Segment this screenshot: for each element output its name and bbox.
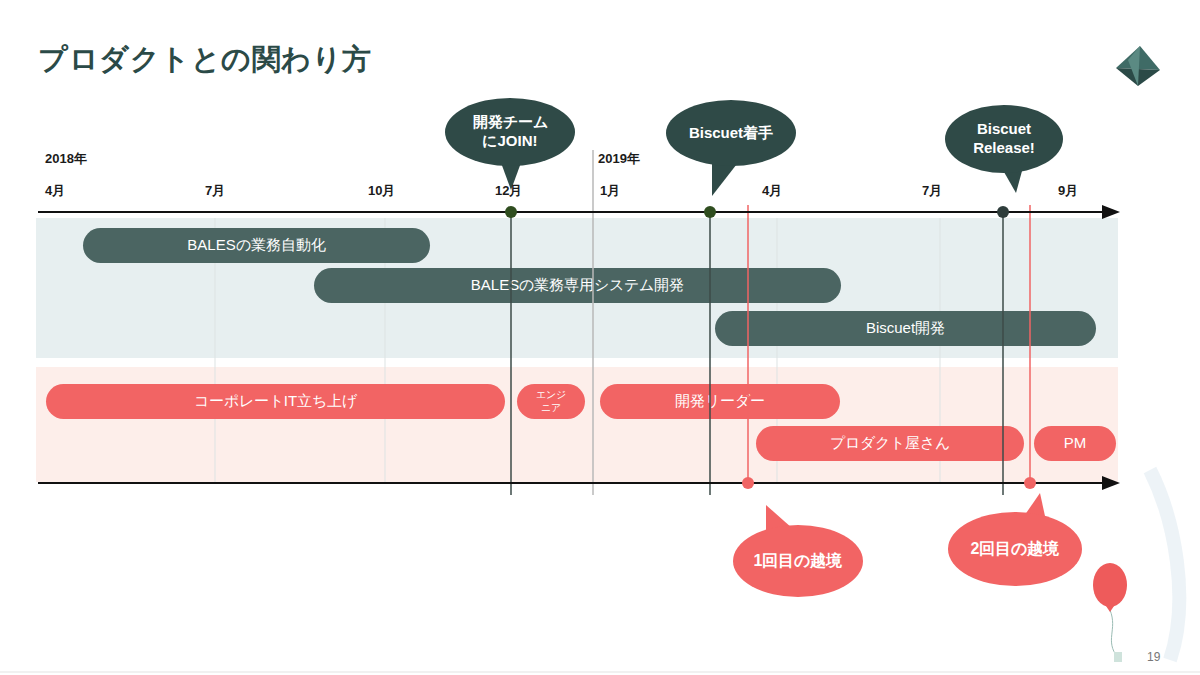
month-label: 12月 (495, 182, 522, 200)
month-label: 10月 (368, 182, 395, 200)
bubble-text: 開発チーム にJOIN! (455, 113, 565, 151)
speech-bubble: 2回目の越境 (948, 512, 1082, 586)
bubble-text: 1回目の越境 (754, 551, 843, 571)
bar-text: エンジ ニア (534, 389, 568, 414)
month-label: 1月 (600, 182, 620, 200)
timeline-bar: プロダクト屋さん (756, 426, 1024, 461)
slide-title: プロダクトとの関わり方 (38, 40, 372, 80)
bar-text: PM (1064, 434, 1087, 453)
role-band (36, 367, 1118, 482)
year-label: 2019年 (598, 150, 640, 168)
speech-bubble: Biscuet Release! (945, 105, 1063, 173)
bubble-body (666, 100, 796, 166)
timeline-bar: コーポレートIT立ち上げ (46, 384, 505, 419)
logo-mark (1116, 46, 1160, 86)
speech-bubble: 1回目の越境 (733, 525, 863, 597)
timeline-bar: Biscuet開発 (715, 311, 1096, 346)
bubble-body (445, 98, 575, 166)
bar-text: 開発リーダー (675, 392, 765, 411)
timeline-bar: 開発リーダー (600, 384, 840, 419)
milestone-dots (505, 206, 1036, 489)
bar-text: BALESの業務専用システム開発 (471, 276, 684, 295)
bubble-body (948, 512, 1082, 586)
page-number: 19 (1147, 650, 1160, 664)
year-divider (592, 150, 594, 495)
bar-text: プロダクト屋さん (830, 434, 950, 453)
system-band (36, 218, 1118, 358)
bubble-text: Biscuet着手 (689, 124, 773, 143)
bubble-text: Biscuet Release! (956, 120, 1052, 158)
timeline-bar: エンジ ニア (517, 384, 585, 419)
footer-rule (0, 672, 1200, 673)
month-label: 7月 (922, 182, 942, 200)
bubble-text: 2回目の越境 (971, 539, 1060, 559)
balloon-decoration (1093, 470, 1179, 662)
month-label: 4月 (45, 182, 65, 200)
time-axis (38, 205, 1120, 490)
timeline-bar: PM (1034, 426, 1116, 461)
month-label: 9月 (1058, 182, 1078, 200)
month-label: 4月 (762, 182, 782, 200)
speech-bubble: 開発チーム にJOIN! (445, 98, 575, 166)
month-label: 7月 (205, 182, 225, 200)
speech-bubble: Biscuet着手 (666, 100, 796, 166)
year-label: 2018年 (45, 150, 87, 168)
bar-text: Biscuet開発 (866, 319, 945, 338)
bubble-body (945, 105, 1063, 173)
timeline-bar: BALESの業務自動化 (83, 228, 430, 263)
timeline-bar: BALESの業務専用システム開発 (314, 268, 841, 303)
bar-text: BALESの業務自動化 (187, 236, 325, 255)
bubble-body (733, 525, 863, 597)
bar-text: コーポレートIT立ち上げ (194, 392, 357, 411)
